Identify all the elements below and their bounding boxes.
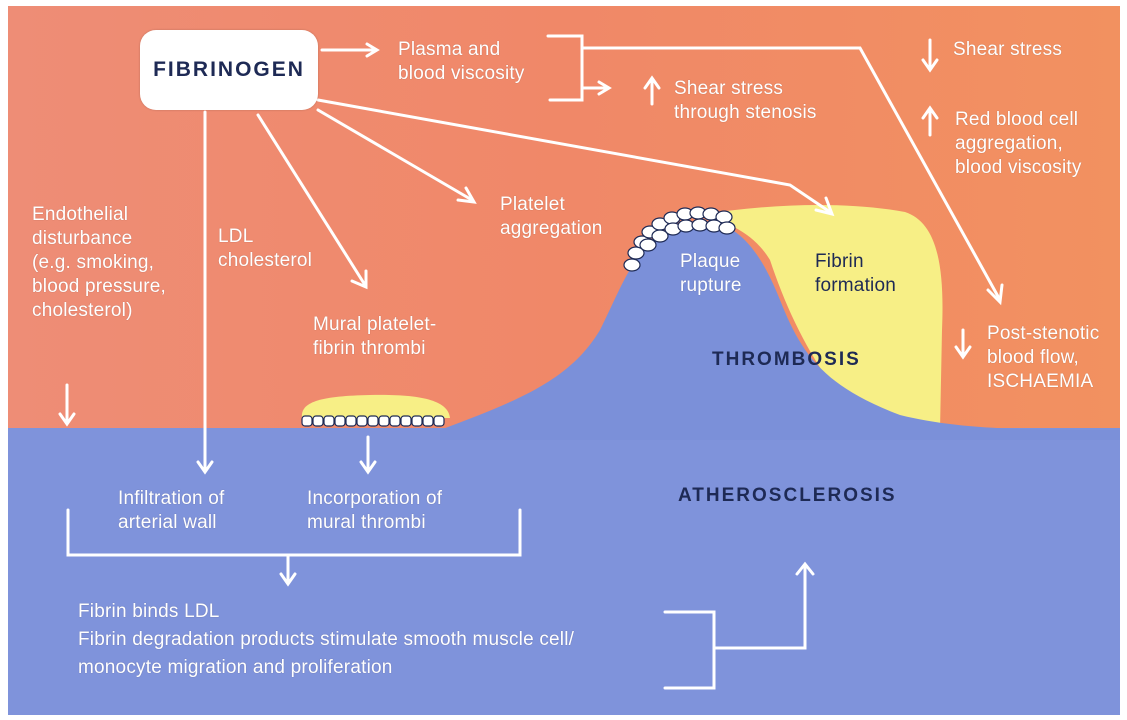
endothelial-label: Endothelial disturbance (e.g. smoking, b… [32, 203, 166, 323]
plaque-rupture-label: Plaque rupture [680, 250, 742, 298]
platelet-aggregation-label: Platelet aggregation [500, 193, 603, 241]
fibrin-formation-label: Fibrin formation [815, 250, 896, 298]
post-stenotic-label: Post-stenotic blood flow, ISCHAEMIA [987, 322, 1099, 394]
rbc-aggregation-label: Red blood cell aggregation, blood viscos… [955, 108, 1082, 180]
fibrinogen-box: FIBRINOGEN [140, 30, 318, 110]
mural-platelets [302, 416, 444, 426]
thrombosis-label: THROMBOSIS [712, 348, 861, 372]
shear-stress-stenosis-label: Shear stress through stenosis [674, 77, 817, 125]
fibrin-binds-label: Fibrin binds LDL Fibrin degradation prod… [78, 598, 574, 682]
fibrinogen-label: FIBRINOGEN [153, 58, 305, 82]
mural-thrombi-label: Mural platelet- fibrin thrombi [313, 313, 436, 361]
plasma-viscosity-label: Plasma and blood viscosity [398, 38, 525, 86]
incorporation-label: Incorporation of mural thrombi [307, 487, 442, 535]
ldl-cholesterol-label: LDL cholesterol [218, 225, 312, 273]
infiltration-label: Infiltration of arterial wall [118, 487, 225, 535]
shear-stress-label: Shear stress [953, 38, 1062, 62]
atherosclerosis-label: ATHEROSCLEROSIS [678, 484, 897, 508]
